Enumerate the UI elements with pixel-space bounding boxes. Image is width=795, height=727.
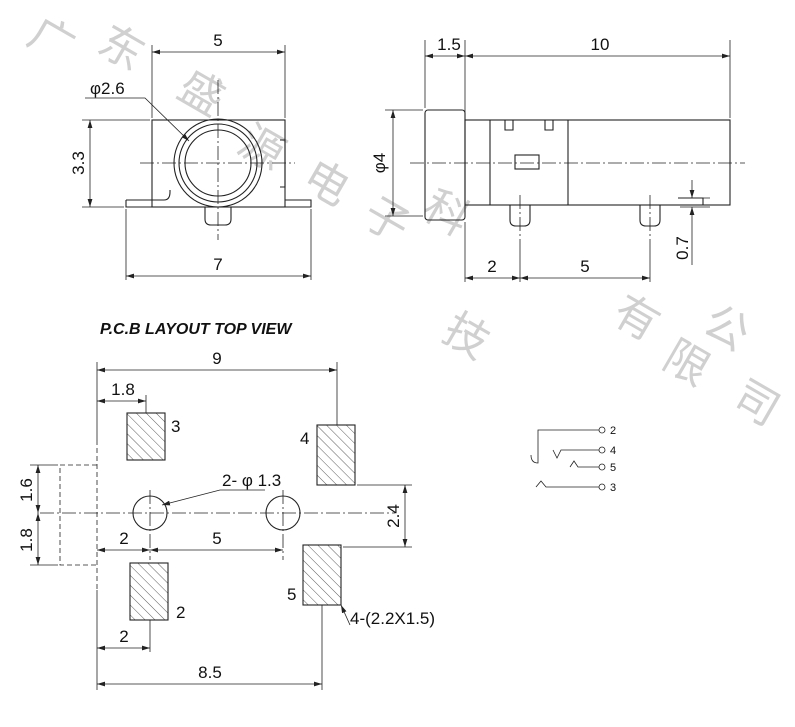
watermark-char: 司 bbox=[725, 370, 789, 436]
side-view-flange-label: 1.5 bbox=[437, 35, 461, 54]
watermark-char: 广 bbox=[20, 7, 84, 73]
pcb-layout-dims-hole-offset-label: 2 bbox=[119, 529, 128, 548]
jack-schematic: 2 4 5 3 bbox=[530, 425, 616, 494]
pcb-layout: P.C.B LAYOUT TOP VIEW 3 4 2 5 2- φ 1.3 9… bbox=[17, 321, 435, 690]
pcb-layout-dims-total-width-label: 9 bbox=[212, 349, 221, 368]
side-view-pin-offset-label: 2 bbox=[487, 257, 496, 276]
pad-2 bbox=[129, 562, 169, 621]
pad-3 bbox=[126, 412, 166, 461]
pcb-layout-dims-pad-size-label: 4-(2.2X1.5) bbox=[350, 609, 435, 628]
schematic-pins-1-label: 4 bbox=[610, 445, 616, 457]
pcb-layout-pads-0-label: 3 bbox=[171, 417, 180, 436]
side-view-pin-spacing-label: 5 bbox=[580, 257, 589, 276]
pcb-layout-dims-pad-vspace-label: 2.4 bbox=[384, 504, 403, 528]
watermark-char: 子 bbox=[355, 187, 419, 253]
front-view: 5 φ2.6 3.3 7 bbox=[69, 31, 312, 280]
front-view-base-width-label: 7 bbox=[213, 255, 222, 274]
pcb-layout-dims-upper-label: 1.6 bbox=[17, 478, 36, 502]
pcb-layout-dims-pad2-offset-label: 2 bbox=[119, 627, 128, 646]
pad-4 bbox=[316, 424, 356, 486]
pcb-layout-pads-3-label: 5 bbox=[287, 585, 296, 604]
pcb-layout-title-label: P.C.B LAYOUT TOP VIEW bbox=[100, 321, 293, 338]
watermark-char: 有 bbox=[605, 285, 669, 351]
front-view-width-label: 5 bbox=[213, 31, 222, 50]
watermark-char: 盛 bbox=[170, 60, 234, 126]
side-view: 1.5 10 φ4 2 5 0.7 bbox=[370, 35, 745, 282]
schematic-pins-2-label: 5 bbox=[610, 462, 616, 474]
watermark-char: 科 bbox=[415, 180, 479, 246]
pcb-layout-dims-lower-label: 1.8 bbox=[17, 528, 36, 552]
watermark-char: 东 bbox=[90, 15, 154, 81]
front-view-hole-label: φ2.6 bbox=[90, 79, 125, 98]
watermark: 广 东 盛 源 电 子 科 技 有 限 公 司 bbox=[20, 7, 789, 436]
pcb-layout-dims-holes-label: 2- φ 1.3 bbox=[222, 471, 281, 490]
schematic-pins-0-label: 2 bbox=[610, 425, 616, 437]
side-view-length-label: 10 bbox=[591, 35, 610, 54]
side-view-diameter-label: φ4 bbox=[370, 153, 389, 173]
schematic-pins-3-label: 3 bbox=[610, 482, 616, 494]
side-view-standoff-label: 0.7 bbox=[673, 236, 692, 260]
pcb-layout-dims-hole-spacing-label: 5 bbox=[212, 529, 221, 548]
pcb-layout-pads-2-label: 2 bbox=[176, 603, 185, 622]
pad-5 bbox=[302, 544, 342, 606]
pcb-layout-dims-width-85-label: 8.5 bbox=[198, 663, 222, 682]
pcb-layout-pads-1-label: 4 bbox=[300, 429, 309, 448]
watermark-char: 技 bbox=[435, 303, 499, 369]
front-view-height-label: 3.3 bbox=[69, 151, 88, 175]
pcb-layout-dims-pad-offset-label: 1.8 bbox=[111, 380, 135, 399]
